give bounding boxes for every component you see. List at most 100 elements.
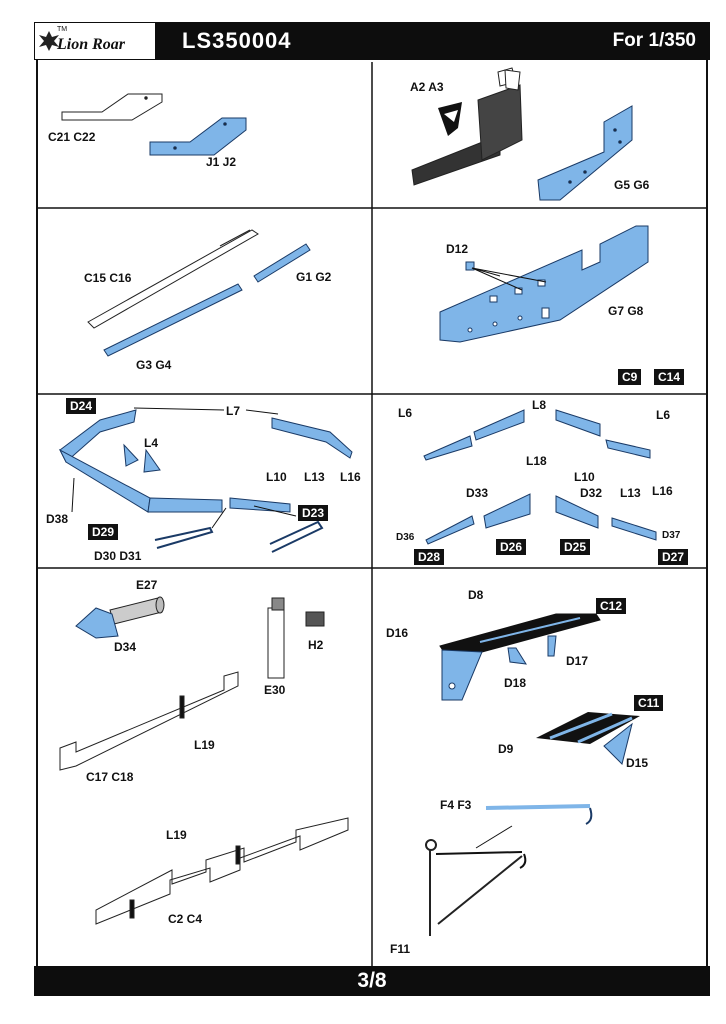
label-h2: H2 bbox=[308, 638, 324, 652]
part-c15-c16 bbox=[87, 229, 259, 329]
label-l6-left: L6 bbox=[398, 406, 413, 420]
label-f11: F11 bbox=[390, 942, 411, 956]
part-d15 bbox=[603, 722, 633, 765]
part-d24 bbox=[58, 409, 223, 513]
brand-name: Lion Roar bbox=[57, 36, 126, 53]
label-l18: L18 bbox=[526, 454, 547, 468]
label-c2-c4: C2 C4 bbox=[168, 912, 203, 926]
label-d30-d31: D30 D31 bbox=[94, 549, 142, 563]
part-g7-g8 bbox=[439, 225, 649, 343]
part-l8-left bbox=[423, 435, 473, 461]
footer-bar: 3/8 bbox=[34, 966, 710, 996]
label-d37: D37 bbox=[662, 530, 681, 541]
label-g5-g6: G5 G6 bbox=[614, 178, 650, 192]
label-c11: C11 bbox=[634, 695, 664, 711]
label-a2-a3: A2 A3 bbox=[410, 80, 444, 94]
label-d33: D33 bbox=[466, 486, 489, 500]
label-d17: D17 bbox=[566, 654, 589, 668]
part-d16-d18 bbox=[441, 635, 557, 701]
label-d25: D25 bbox=[560, 539, 591, 555]
part-c17-c18 bbox=[59, 671, 239, 771]
label-c14: C14 bbox=[654, 369, 685, 385]
label-g1-g2: G1 G2 bbox=[296, 270, 332, 284]
part-h2 bbox=[305, 611, 325, 627]
label-l8: L8 bbox=[532, 398, 547, 412]
part-d33 bbox=[483, 493, 531, 529]
scale-label: For 1/350 bbox=[612, 30, 696, 51]
part-l18 bbox=[473, 409, 601, 441]
part-l10-l13-l16-left bbox=[271, 417, 353, 459]
label-c12: C12 bbox=[596, 598, 627, 614]
label-l13-left: L13 bbox=[304, 470, 325, 484]
label-d8: D8 bbox=[468, 588, 484, 602]
page-number: 3/8 bbox=[357, 969, 387, 992]
label-d28: D28 bbox=[414, 549, 445, 565]
label-d23: D23 bbox=[298, 505, 329, 521]
part-d12 bbox=[465, 261, 475, 271]
product-code: LS350004 bbox=[182, 28, 292, 53]
label-d38: D38 bbox=[46, 512, 69, 526]
part-g5-g6 bbox=[537, 105, 633, 201]
part-g3-g4 bbox=[103, 283, 243, 357]
part-d32 bbox=[555, 495, 599, 529]
label-l19-bottom: L19 bbox=[166, 828, 187, 842]
part-l4 bbox=[123, 443, 161, 473]
part-e30 bbox=[267, 597, 285, 679]
label-d16: D16 bbox=[386, 626, 409, 640]
label-d24: D24 bbox=[66, 398, 97, 414]
label-l4: L4 bbox=[144, 436, 159, 450]
label-d34: D34 bbox=[114, 640, 137, 654]
part-d36 bbox=[425, 515, 475, 545]
part-a2-a3 bbox=[411, 67, 523, 186]
label-c9: C9 bbox=[618, 369, 642, 385]
label-j1-j2: J1 J2 bbox=[206, 155, 237, 169]
part-c21-c22 bbox=[61, 93, 163, 121]
arrow-icon bbox=[438, 102, 462, 136]
part-d34 bbox=[75, 607, 119, 639]
lion-logo-icon bbox=[39, 31, 59, 51]
part-g1-g2 bbox=[253, 243, 311, 283]
part-j1-j2 bbox=[149, 117, 247, 156]
part-f4-f3-crane bbox=[425, 804, 593, 936]
label-d36: D36 bbox=[396, 532, 415, 543]
label-d12: D12 bbox=[446, 242, 469, 256]
label-g7-g8: G7 G8 bbox=[608, 304, 644, 318]
part-d23 bbox=[229, 497, 291, 513]
label-l10-left: L10 bbox=[266, 470, 287, 484]
label-d15: D15 bbox=[626, 756, 649, 770]
part-d37 bbox=[611, 517, 657, 541]
leader-lines bbox=[71, 267, 547, 849]
brand-logo: TM Lion Roar bbox=[34, 22, 156, 60]
panel-grid bbox=[37, 62, 707, 966]
label-e30: E30 bbox=[264, 683, 286, 697]
label-d18: D18 bbox=[504, 676, 527, 690]
part-e27 bbox=[109, 596, 165, 625]
label-g3-g4: G3 G4 bbox=[136, 358, 172, 372]
part-c2-c4 bbox=[95, 817, 349, 925]
label-l19-top: L19 bbox=[194, 738, 215, 752]
label-d26: D26 bbox=[496, 539, 527, 555]
label-l16-right: L16 bbox=[652, 484, 673, 498]
label-c21-c22: C21 C22 bbox=[48, 130, 96, 144]
label-l6-right: L6 bbox=[656, 408, 671, 422]
header-bar: TM Lion Roar LS350004 For 1/350 bbox=[34, 22, 710, 60]
part-d8 bbox=[439, 613, 601, 653]
label-d29: D29 bbox=[88, 524, 119, 540]
part-l8-right bbox=[605, 439, 651, 459]
page-frame bbox=[36, 60, 708, 966]
label-l16-left: L16 bbox=[340, 470, 361, 484]
label-l10-right: L10 bbox=[574, 470, 595, 484]
label-d27: D27 bbox=[658, 549, 689, 565]
label-l13-right: L13 bbox=[620, 486, 641, 500]
label-d9: D9 bbox=[498, 742, 514, 756]
label-d32: D32 bbox=[580, 486, 603, 500]
label-f4-f3: F4 F3 bbox=[440, 798, 472, 812]
part-d30-d31 bbox=[154, 520, 324, 553]
part-d9 bbox=[536, 712, 640, 744]
label-l7: L7 bbox=[226, 404, 241, 418]
label-c17-c18: C17 C18 bbox=[86, 770, 134, 784]
label-e27: E27 bbox=[136, 578, 158, 592]
label-c15-c16: C15 C16 bbox=[84, 271, 132, 285]
trademark: TM bbox=[57, 26, 68, 33]
